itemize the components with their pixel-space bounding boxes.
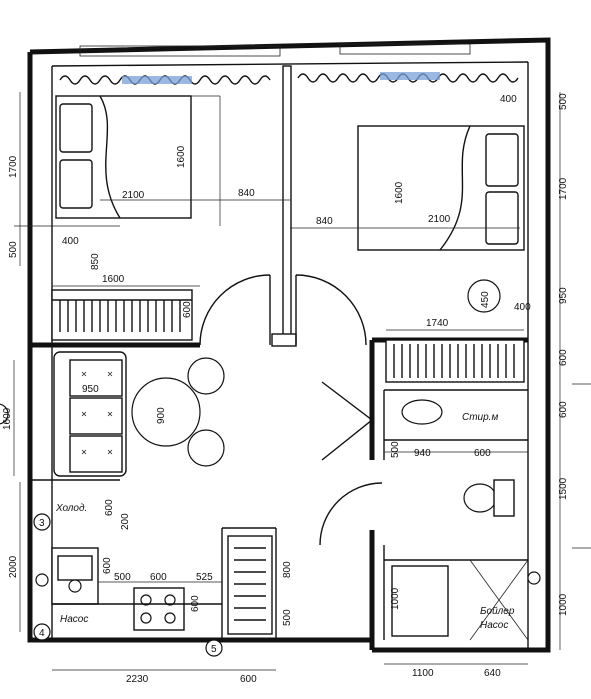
dim-500-right-top: 500 (558, 93, 569, 110)
dim-bed1-length: 1600 (176, 145, 187, 168)
dim-bed2-width: 2100 (428, 214, 451, 225)
label-boiler: Бойлер (480, 606, 515, 617)
dim-bed2-length: 1600 (394, 181, 405, 204)
boiler-round (467, 279, 501, 313)
wardrobe-left (51, 289, 193, 341)
label-fridge: Холод. (55, 503, 87, 514)
dim-640: 640 (484, 668, 501, 679)
marker-3: 3 (39, 518, 45, 529)
curtains (59, 72, 519, 85)
dim-600-stove: 600 (190, 595, 201, 612)
door-left-bedroom (199, 274, 271, 346)
dim-1600-top: 1600 (102, 274, 125, 285)
label-pump: Насос (60, 614, 88, 625)
marker-5: 5 (211, 644, 217, 655)
dim-600-fridge: 600 (104, 499, 115, 516)
sofa (53, 351, 127, 477)
dim-1500: 1500 (558, 477, 569, 500)
dining-table (131, 357, 225, 467)
dim-940: 940 (414, 448, 431, 459)
dim-400-right-top: 400 (500, 94, 517, 105)
dim-600-sink: 600 (102, 557, 113, 574)
dim-500-bath: 500 (390, 441, 401, 458)
dim-600-right-a: 600 (558, 401, 569, 418)
dim-1600-living: 1600 (2, 407, 13, 430)
dim-2230: 2230 (126, 674, 149, 685)
dim-400-right: 400 (514, 302, 531, 313)
dimension-lines (13, 92, 591, 671)
bed-left (55, 95, 221, 226)
dim-1700-left: 1700 (8, 155, 19, 178)
dim-450: 450 (480, 291, 491, 308)
bed-right (357, 125, 525, 251)
dim-950-right: 950 (558, 287, 569, 304)
dim-600-wardrobe: 600 (182, 301, 193, 318)
wardrobe-right (385, 339, 525, 383)
door-entrance (319, 482, 383, 546)
dim-500-left: 500 (8, 241, 19, 258)
dim-600-k: 600 (150, 572, 167, 583)
dim-1740: 1740 (426, 318, 449, 329)
dim-1700-right: 1700 (558, 177, 569, 200)
dim-2000: 2000 (8, 555, 19, 578)
outer-walls (27, 37, 551, 653)
axis-markers (0, 403, 541, 657)
label-iron: Стир.м (462, 412, 498, 423)
dim-1000-right: 1000 (558, 593, 569, 616)
dim-525: 525 (196, 572, 213, 583)
bathroom (391, 399, 529, 641)
dim-800: 800 (282, 561, 293, 578)
dim-500-k: 500 (114, 572, 131, 583)
dim-850: 850 (90, 253, 101, 270)
dim-600-bottom: 600 (240, 674, 257, 685)
dim-gap-right: 840 (316, 216, 333, 227)
dim-1100: 1100 (412, 668, 434, 679)
label-boiler-pump: Насос (480, 620, 508, 631)
dim-600-bath: 600 (474, 448, 491, 459)
door-right-bedroom (295, 274, 367, 346)
dim-bed1-width: 2100 (122, 190, 145, 201)
dim-900-table: 900 (156, 407, 167, 424)
dim-500-shelf: 500 (282, 609, 293, 626)
dim-200: 200 (120, 513, 131, 530)
dim-400-left: 400 (62, 236, 79, 247)
dim-950-sofa: 950 (82, 384, 99, 395)
dim-gap-left: 840 (238, 188, 255, 199)
dim-600-right-wardrobe: 600 (558, 349, 569, 366)
kitchen (51, 535, 273, 635)
dim-1000-bath: 1000 (390, 587, 401, 610)
marker-4: 4 (39, 628, 45, 639)
